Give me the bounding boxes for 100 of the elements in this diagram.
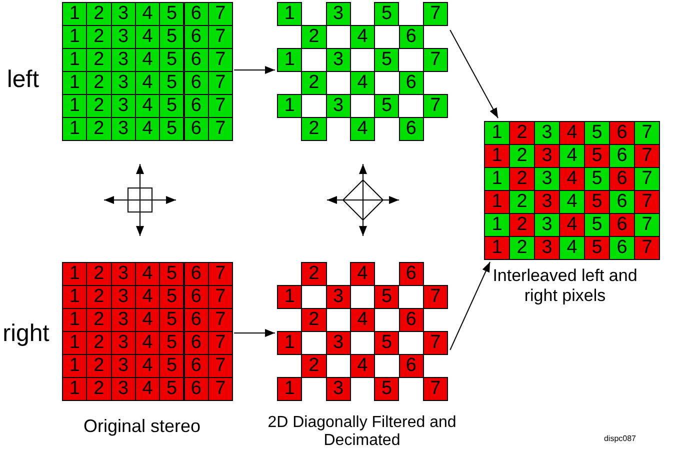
pixel-cell: 5 [159, 25, 184, 49]
pixel-cell: 2 [86, 71, 112, 95]
pixel-cell: 5 [374, 377, 400, 401]
pixel-cell: 3 [534, 144, 560, 168]
pixel-cell: 1 [277, 285, 302, 309]
pixel-cell: 5 [584, 167, 610, 191]
pixel-cell: 3 [110, 354, 136, 378]
arrow [234, 329, 276, 337]
pixel-cell: 3 [326, 377, 351, 401]
arrow [450, 262, 490, 350]
pixel-cell: 6 [398, 308, 424, 332]
pixel-cell: 3 [534, 167, 560, 191]
pixel-cell: 4 [350, 25, 376, 49]
arrow [450, 30, 498, 118]
pixel-cell: 4 [559, 236, 585, 260]
pixel-cell: 2 [86, 285, 112, 309]
pixel-cell: 1 [62, 71, 88, 95]
pixel-cell: 3 [326, 331, 351, 355]
pixel-cell: 2 [509, 236, 535, 260]
pixel-cell: 6 [609, 121, 635, 145]
pixel-cell: 5 [159, 308, 184, 332]
pixel-cell: 2 [86, 25, 112, 49]
pixel-cell: 2 [509, 213, 535, 237]
pixel-cell: 1 [62, 2, 88, 26]
pixel-cell: 2 [86, 48, 112, 72]
pixel-cell: 7 [208, 25, 234, 49]
pixel-cell: 6 [184, 25, 209, 49]
pixel-cell: 3 [110, 377, 136, 401]
pixel-cell: 1 [62, 94, 88, 118]
pixel-cell: 1 [484, 144, 510, 168]
pixel-cell: 5 [159, 354, 184, 378]
pixel-cell: 7 [208, 262, 234, 286]
pixel-grid [484, 121, 659, 259]
pixel-cell: 3 [110, 2, 136, 26]
pixel-cell: 1 [62, 262, 88, 286]
pixel-cell: 2 [86, 354, 112, 378]
pixel-cell: 1 [62, 285, 88, 309]
pixel-cell: 4 [350, 308, 376, 332]
pixel-cell: 4 [559, 190, 585, 214]
pixel-cell: 5 [374, 331, 400, 355]
pixel-cell: 7 [422, 285, 448, 309]
pixel-cell: 6 [398, 354, 424, 378]
pixel-cell: 6 [184, 262, 209, 286]
pixel-cell: 7 [422, 2, 448, 26]
pixel-cell: 2 [301, 25, 327, 49]
arrow [234, 66, 276, 74]
pixel-cell: 2 [301, 71, 327, 95]
pixel-cell: 3 [110, 48, 136, 72]
pixel-cell: 3 [110, 117, 136, 141]
pixel-cell: 2 [509, 121, 535, 145]
pixel-cell: 4 [350, 354, 376, 378]
pixel-cell: 3 [110, 71, 136, 95]
grid-caption: Interleaved left and right pixels [492, 266, 638, 306]
pixel-cell: 3 [110, 308, 136, 332]
pixel-cell: 7 [634, 236, 660, 260]
pixel-cell: 1 [62, 331, 88, 355]
pixel-cell: 4 [350, 117, 376, 141]
pixel-cell: 3 [534, 213, 560, 237]
pixel-cell: 6 [398, 71, 424, 95]
pixel-cell: 2 [86, 331, 112, 355]
pixel-cell: 6 [609, 144, 635, 168]
pixel-cell: 6 [609, 213, 635, 237]
pixel-cell: 6 [184, 285, 209, 309]
pixel-cell: 6 [609, 236, 635, 260]
pixel-cell: 3 [326, 48, 351, 72]
pixel-cell: 7 [422, 94, 448, 118]
pixel-cell: 7 [208, 117, 234, 141]
figure-caption: Original stereo [82, 416, 202, 437]
pixel-cell: 2 [301, 354, 327, 378]
pixel-cell: 3 [110, 25, 136, 49]
pixel-cell: 2 [509, 167, 535, 191]
pixel-cell: 2 [509, 190, 535, 214]
pixel-cell: 2 [86, 262, 112, 286]
pixel-cell: 7 [422, 48, 448, 72]
pixel-cell: 6 [184, 2, 209, 26]
pixel-cell: 4 [134, 377, 160, 401]
pixel-cell: 6 [398, 262, 424, 286]
pixel-cell: 3 [326, 94, 351, 118]
pixel-cell: 6 [398, 25, 424, 49]
pixel-cell: 7 [208, 71, 234, 95]
pixel-cell: 6 [609, 190, 635, 214]
pixel-cell: 6 [184, 48, 209, 72]
pixel-cell: 5 [584, 121, 610, 145]
figure-id: dispc087 [602, 434, 638, 443]
pixel-cell: 3 [110, 262, 136, 286]
pixel-cell: 1 [484, 213, 510, 237]
pixel-cell: 6 [184, 308, 209, 332]
pixel-cell: 1 [62, 25, 88, 49]
pixel-cell: 4 [559, 213, 585, 237]
pixel-cell: 1 [484, 121, 510, 145]
pixel-cell: 5 [374, 48, 400, 72]
pixel-cell: 6 [184, 377, 209, 401]
pixel-cell: 5 [159, 2, 184, 26]
pixel-cell: 5 [159, 71, 184, 95]
pixel-cell: 4 [559, 167, 585, 191]
pixel-cell: 2 [86, 117, 112, 141]
pixel-cell: 5 [584, 213, 610, 237]
figure-caption: 2D Diagonally Filtered and Decimated [266, 414, 458, 450]
pixel-cell: 1 [484, 190, 510, 214]
pixel-cell: 2 [301, 308, 327, 332]
